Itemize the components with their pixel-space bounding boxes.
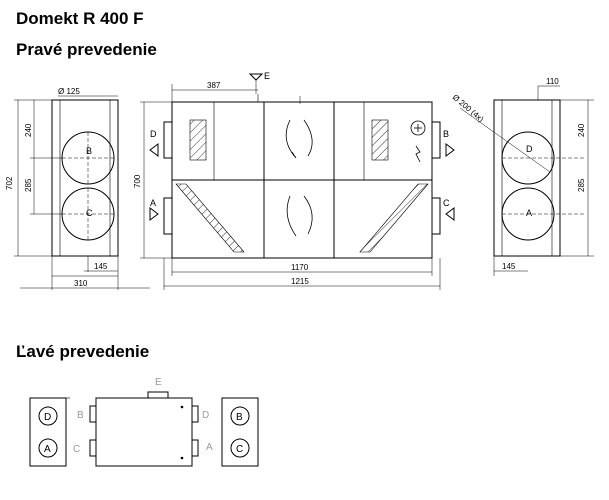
label-a-lv-mid: A xyxy=(206,442,213,453)
label-c-lv: C xyxy=(73,444,80,455)
label-c-lv-right: C xyxy=(236,444,243,455)
label-e-lv: E xyxy=(155,377,162,388)
label-e-top: E xyxy=(264,71,270,81)
dim-right-bottom-offset: 145 xyxy=(502,262,516,271)
dim-top-to-b: 240 xyxy=(24,123,33,137)
left-version-views xyxy=(29,391,259,467)
label-a-right: A xyxy=(526,208,532,218)
dim-height-total: 702 xyxy=(5,176,14,190)
label-b-left: B xyxy=(86,146,92,156)
label-b-front: B xyxy=(443,129,449,139)
label-a-lv-left: A xyxy=(44,444,51,455)
label-b-lv: B xyxy=(77,410,84,421)
left-side-view xyxy=(14,95,150,290)
dim-b-to-c: 285 xyxy=(24,178,33,192)
label-d-lv-mid: D xyxy=(202,410,209,421)
front-view xyxy=(140,73,455,290)
right-side-view xyxy=(459,85,594,276)
label-a-front: A xyxy=(150,198,156,208)
dim-top-offset: 387 xyxy=(207,81,221,90)
label-d-lv-left: D xyxy=(44,412,51,423)
dim-body-height: 700 xyxy=(133,174,142,188)
label-c-left: C xyxy=(86,208,93,218)
dim-body-total-length: 1215 xyxy=(291,277,309,286)
right-version-title: Pravé prevedenie xyxy=(16,40,157,59)
dim-bottom-offset: 145 xyxy=(94,262,108,271)
dim-body-inner-length: 1170 xyxy=(291,263,309,272)
label-c-front: C xyxy=(443,198,450,208)
label-d-front: D xyxy=(150,129,157,139)
dim-right-top-to-d: 240 xyxy=(577,123,586,137)
dim-right-d-to-a: 285 xyxy=(577,178,586,192)
dim-right-top-offset: 110 xyxy=(546,77,559,86)
dim-side-width: 310 xyxy=(74,279,88,288)
label-b-lv-right: B xyxy=(236,412,243,423)
product-title: Domekt R 400 F xyxy=(16,9,144,28)
left-version-dots xyxy=(180,405,184,460)
left-version-title: Ľavé prevedenie xyxy=(16,342,150,361)
dim-duct-diameter: Ø 125 xyxy=(58,87,80,96)
label-d-right: D xyxy=(526,144,533,154)
dim-bracket-holes: Ø 200 (4x) xyxy=(451,93,486,124)
